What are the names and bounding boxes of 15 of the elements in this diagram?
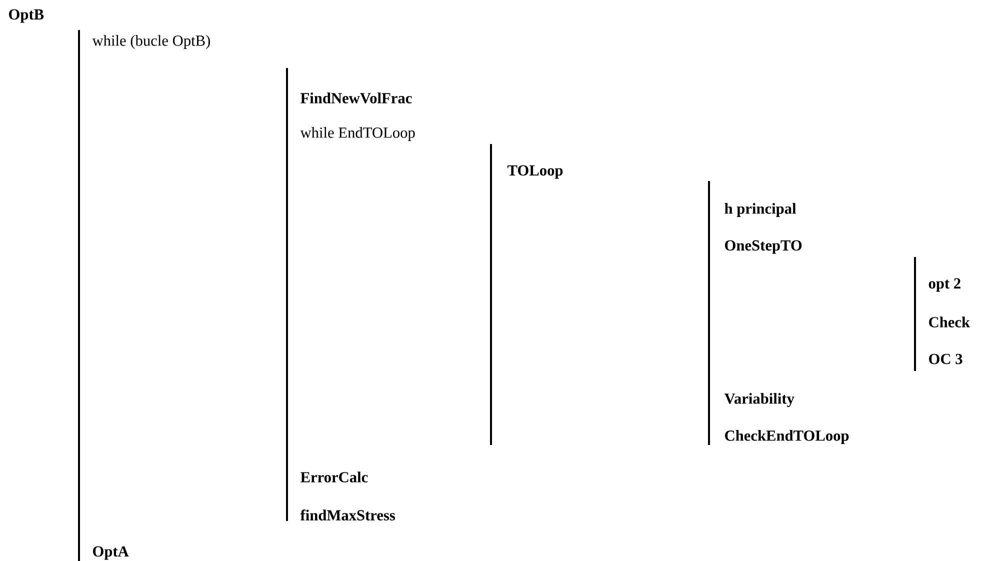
- outline-label: findMaxStress: [300, 510, 396, 520]
- outline-label: OptA: [93, 546, 129, 560]
- outline-label: TOLoop: [508, 165, 563, 179]
- outline-label: while EndTOLoop: [300, 127, 415, 141]
- outline-label: while (bucle OptB): [92, 35, 210, 49]
- outline-label: OneStepTO: [725, 240, 802, 254]
- outline-label: Check: [929, 316, 970, 328]
- outline-label: Variability: [724, 393, 794, 407]
- outline-label: CheckEndTOLoop: [725, 430, 849, 444]
- outline-label: OC 3: [929, 354, 962, 364]
- outline-label: h principal: [724, 203, 796, 217]
- outline-label: OptB: [9, 9, 44, 23]
- outline-label: opt 2: [928, 278, 960, 292]
- outline-label: FindNewVolFrac: [300, 92, 412, 104]
- outline-label: ErrorCalc: [300, 472, 368, 482]
